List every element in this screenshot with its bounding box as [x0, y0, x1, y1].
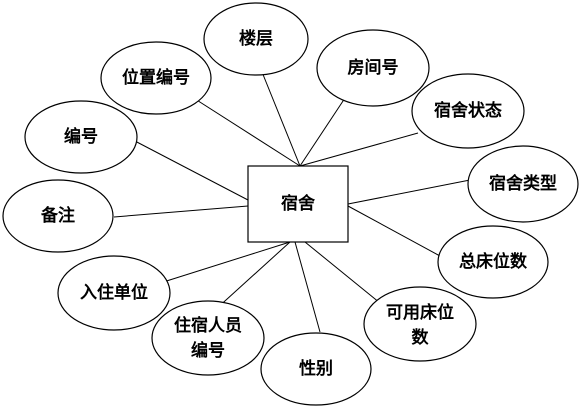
attribute-label-line1: 可用床位 [386, 302, 454, 323]
entity-dormitory: 宿舍 [247, 165, 349, 243]
attribute-label: 房间号 [348, 57, 399, 78]
entity-label: 宿舍 [281, 193, 315, 214]
attribute-resident-number: 住宿人员 编号 [151, 300, 265, 376]
attribute-ellipse [437, 225, 549, 299]
edge-remark [113, 205, 249, 218]
attribute-ellipse [151, 300, 265, 376]
attribute-ellipse [316, 29, 430, 107]
attribute-location-number: 位置编号 [100, 41, 212, 115]
edge-total-beds [347, 205, 441, 257]
attribute-label-line2: 编号 [191, 340, 225, 361]
attribute-ellipse [203, 2, 309, 76]
attribute-occupant-unit: 入住单位 [57, 255, 171, 331]
attribute-label: 楼层 [239, 28, 273, 49]
edge-occupant-unit [156, 241, 291, 285]
attribute-label: 宿舍类型 [489, 173, 557, 194]
edge-dorm-type [347, 179, 471, 205]
attribute-label-line2: 数 [412, 327, 430, 348]
attribute-remark: 备注 [2, 179, 114, 253]
attribute-ellipse [100, 41, 212, 115]
attribute-available-beds: 可用床位 数 [363, 286, 477, 362]
attribute-room-number: 房间号 [316, 29, 430, 107]
attribute-dorm-status: 宿舍状态 [411, 73, 525, 149]
attribute-ellipse [363, 286, 477, 362]
edge-dorm-status [299, 132, 419, 167]
entity-box [247, 165, 349, 243]
attribute-label: 性别 [299, 358, 333, 379]
attribute-label: 位置编号 [122, 67, 190, 88]
attribute-ellipse [24, 100, 138, 174]
edge-resident-number [214, 241, 291, 311]
attribute-ellipse [467, 145, 579, 223]
attribute-dorm-type: 宿舍类型 [467, 145, 579, 223]
attribute-ellipse [57, 255, 171, 331]
edge-gender [294, 241, 321, 333]
edge-number [132, 139, 249, 201]
attribute-label: 宿舍状态 [434, 100, 502, 121]
edge-location-number [191, 96, 301, 167]
attribute-number: 编号 [24, 100, 138, 174]
attribute-label: 编号 [64, 126, 98, 147]
attribute-label: 入住单位 [80, 282, 148, 303]
attribute-floor: 楼层 [203, 2, 309, 76]
edges [113, 71, 471, 333]
attribute-label: 备注 [40, 205, 75, 226]
edge-room-number [299, 97, 346, 167]
edge-available-beds [304, 241, 381, 304]
attribute-ellipse [411, 73, 525, 149]
attribute-ellipse [260, 332, 372, 406]
attribute-label-line1: 住宿人员 [174, 315, 242, 336]
attribute-ellipse [2, 179, 114, 253]
edge-floor [261, 71, 301, 167]
attribute-total-beds: 总床位数 [437, 225, 549, 299]
attribute-gender: 性别 [260, 332, 372, 406]
attribute-label: 总床位数 [459, 251, 528, 272]
